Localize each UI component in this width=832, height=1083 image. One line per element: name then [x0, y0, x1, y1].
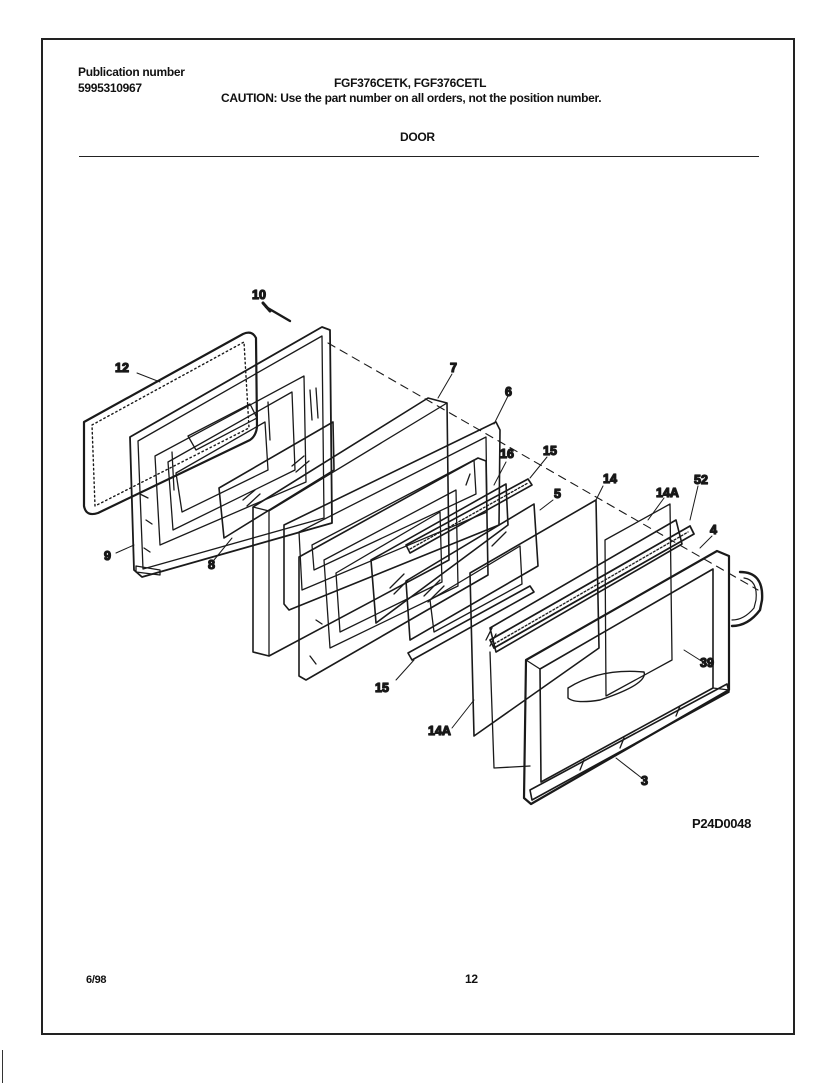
callout-14: 14: [603, 472, 617, 486]
callout-15-bottom: 15: [375, 681, 389, 695]
scan-margin-mark: [2, 1050, 3, 1083]
callout-14a-bottom: 14A: [428, 724, 451, 738]
part-16-window-frame: [298, 457, 489, 681]
part-52-trim-strip: [489, 525, 695, 649]
callout-10: 10: [252, 288, 266, 302]
part-10-screw: [261, 301, 292, 323]
publication-number: 5995310967: [78, 81, 142, 95]
section-title: DOOR: [400, 130, 435, 144]
part-9-inner-liner: [129, 326, 333, 578]
callout-7: 7: [450, 361, 457, 375]
assembly-axis-line: [327, 342, 759, 591]
part-7-insulation-panel: [252, 397, 450, 657]
page-border: [41, 38, 795, 1035]
part-14a-outer-glass: [489, 503, 683, 769]
model-numbers: FGF376CETK, FGF376CETL: [334, 76, 487, 90]
caution-note: CAUTION: Use the part number on all orde…: [221, 91, 602, 105]
revision-date: 6/98: [86, 974, 107, 986]
callout-14a-top: 14A: [656, 486, 679, 500]
callout-3: 3: [641, 774, 648, 788]
part-15-hinge-strip-bottom: [407, 585, 535, 661]
callout-4: 4: [710, 523, 717, 537]
callout-6: 6: [505, 385, 512, 399]
part-12-gasket: [82, 331, 259, 516]
callout-9: 9: [104, 549, 111, 563]
callout-8: 8: [208, 558, 215, 572]
callout-15-top: 15: [543, 444, 557, 458]
part-15-hinge-strip-top: [405, 478, 533, 554]
middle-glass-panel: [405, 503, 539, 641]
callout-52: 52: [694, 473, 708, 487]
part-14-outer-glass: [469, 499, 600, 737]
publication-label: Publication number: [78, 65, 185, 79]
callout-39: 39: [700, 656, 714, 670]
callout-12: 12: [115, 361, 129, 375]
callout-5: 5: [554, 487, 561, 501]
leader-lines: [115, 372, 713, 780]
part-8-glass-panel: [218, 421, 335, 539]
figure-code: P24D0048: [692, 816, 752, 831]
part-3-bottom-trim: [529, 683, 730, 801]
callout-16: 16: [500, 447, 514, 461]
header-rule: [79, 156, 759, 157]
part-39-door-handle: [730, 570, 764, 628]
part-6-door-panel: [283, 421, 501, 611]
page-number: 12: [465, 972, 478, 986]
